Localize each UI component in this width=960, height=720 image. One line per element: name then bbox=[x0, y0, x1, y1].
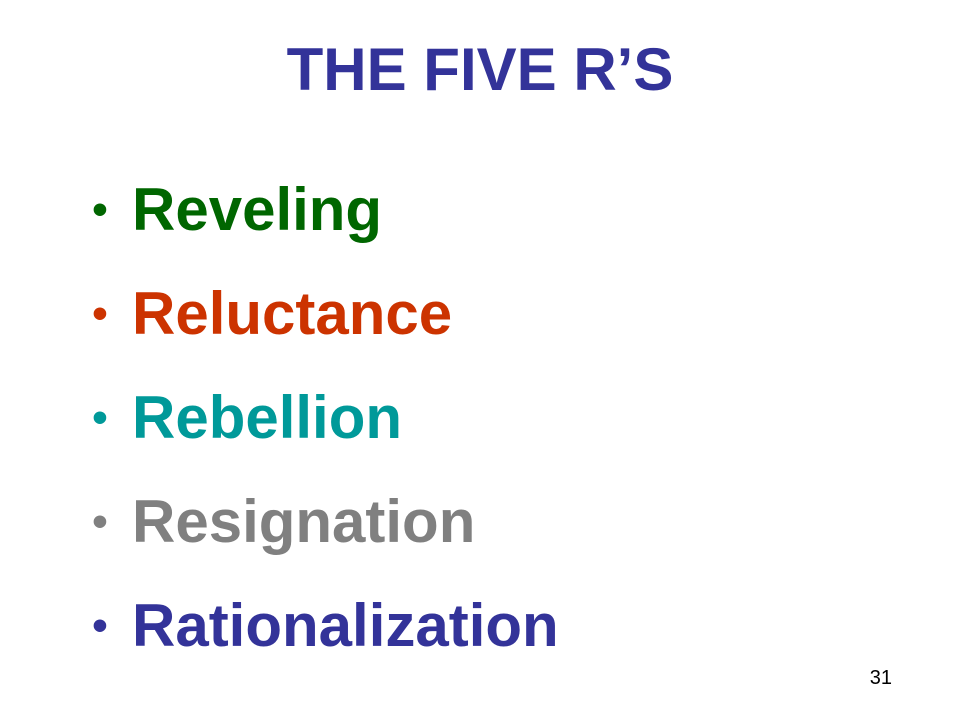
bullet-icon: • bbox=[92, 497, 108, 546]
bullet-label: Rationalization bbox=[132, 592, 559, 659]
bullet-icon: • bbox=[92, 601, 108, 650]
bullet-label: Reveling bbox=[132, 176, 383, 243]
bullet-item-rebellion: • Rebellion bbox=[70, 366, 559, 470]
bullet-icon: • bbox=[92, 289, 108, 338]
bullet-item-rationalization: • Rationalization bbox=[70, 574, 559, 678]
bullet-icon: • bbox=[92, 393, 108, 442]
bullet-icon: • bbox=[92, 185, 108, 234]
slide-number: 31 bbox=[869, 667, 892, 689]
bullet-label: Resignation bbox=[132, 488, 476, 555]
bullet-list: • Reveling • Reluctance • Rebellion • Re… bbox=[70, 158, 559, 678]
bullet-item-resignation: • Resignation bbox=[70, 470, 559, 574]
bullet-label: Rebellion bbox=[132, 384, 403, 451]
slide-title: THE FIVE R’S bbox=[286, 36, 674, 103]
bullet-item-reluctance: • Reluctance bbox=[70, 262, 559, 366]
bullet-label: Reluctance bbox=[132, 280, 453, 347]
bullet-item-reveling: • Reveling bbox=[70, 158, 559, 262]
